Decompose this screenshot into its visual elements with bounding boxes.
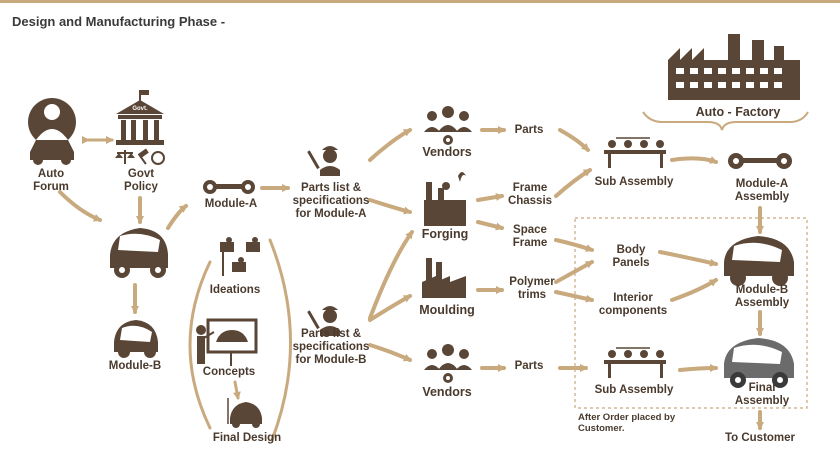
arrow-parts-subA	[558, 128, 590, 152]
module-a-chassis-icon	[203, 180, 255, 194]
arrow-space-body	[554, 238, 594, 252]
arrow-car-moduleA	[166, 204, 188, 230]
label-after-order: After Order placed by Customer.	[578, 412, 676, 434]
label-sub-assembly-bottom: Sub Assembly	[594, 384, 674, 396]
arrow-subB-final	[678, 364, 718, 373]
label-polymer-trims: Polymer trims	[509, 276, 555, 301]
arrow-forging-frame	[476, 193, 504, 202]
label-vendors-top: Vendors	[422, 145, 472, 159]
label-moulding: Moulding	[419, 303, 475, 317]
label-parts-list-a: Parts list & specifications for Module-A	[292, 182, 370, 220]
top-rule	[0, 0, 840, 3]
concept-presenter-icon	[196, 318, 258, 366]
arrow-concept-design	[232, 380, 241, 400]
ideation-people-icon	[220, 237, 260, 276]
label-govt-building: Govt.	[132, 106, 148, 112]
label-sub-assembly-top: Sub Assembly	[594, 176, 674, 188]
page-title: Design and Manufacturing Phase -	[12, 14, 226, 29]
label-final-assembly: Final Assembly	[734, 382, 790, 407]
module-b-car-icon	[114, 320, 158, 358]
after-order-box	[574, 217, 808, 409]
arrow-polymer-interior	[554, 290, 594, 303]
label-parts-list-b: Parts list & specifications for Module-B	[292, 328, 370, 366]
label-ideations: Ideations	[209, 284, 261, 296]
label-module-a: Module-A	[204, 198, 258, 210]
label-auto-forum: Auto Forum	[33, 168, 69, 193]
arrow-partsB-vendors	[368, 343, 412, 362]
engineer-icon	[307, 146, 340, 176]
flow-arrows	[58, 126, 764, 442]
label-frame-chassis: Frame Chassis	[507, 182, 553, 207]
label-auto-factory: Auto - Factory	[695, 105, 781, 119]
vendors-group-icon	[424, 106, 472, 145]
label-forging: Forging	[421, 227, 469, 241]
arrow-forum-car	[58, 190, 102, 222]
arrow-partsB-moulding	[368, 294, 412, 322]
final-car-icon	[724, 338, 794, 388]
label-interior-components: Interior components	[598, 292, 668, 317]
label-vendors-bottom: Vendors	[422, 385, 472, 399]
arrow-interior-moduleB	[670, 278, 718, 302]
concept-car-icon	[110, 228, 168, 278]
arrow-polymer-body	[554, 260, 594, 284]
label-to-customer: To Customer	[724, 432, 796, 444]
label-module-b-assembly: Module-B Assembly	[734, 284, 790, 309]
sub-assembly-workers-icon	[604, 137, 666, 168]
label-parts-top: Parts	[514, 124, 544, 136]
label-concepts: Concepts	[202, 366, 256, 378]
arrow-subA-moduleA	[670, 156, 718, 164]
factory-bracket	[642, 111, 809, 131]
moulding-factory-icon	[422, 258, 466, 298]
arrow-partsB-forging	[368, 230, 414, 320]
auto-forum-icon	[28, 98, 76, 165]
vendors-group-icon	[424, 344, 472, 383]
arrow-frame-subA	[554, 168, 592, 198]
assembled-car-icon	[724, 236, 794, 286]
label-body-panels: Body Panels	[612, 244, 650, 269]
govt-building-icon	[116, 90, 164, 145]
auto-factory-icon	[668, 34, 800, 100]
arrow-body-moduleB	[658, 250, 718, 267]
sub-assembly-workers-icon	[604, 347, 666, 378]
arc-left	[188, 260, 212, 430]
gavel-icon	[137, 148, 149, 165]
arrow-forging-space	[476, 220, 504, 231]
engineer-icon	[307, 306, 340, 336]
forging-factory-icon	[424, 172, 466, 226]
label-space-frame: Space Frame	[512, 224, 548, 249]
label-module-b: Module-B	[108, 360, 162, 372]
final-design-car-icon	[227, 398, 262, 428]
label-govt-policy: Govt Policy	[124, 168, 158, 193]
arrow-partsA-forging	[368, 198, 412, 215]
scales-icon	[115, 150, 135, 164]
assembled-chassis-icon	[728, 153, 792, 169]
label-final-design: Final Design	[212, 432, 282, 444]
arc-right	[268, 238, 292, 442]
hands-icon	[151, 151, 165, 165]
arrow-partsA-vendors	[368, 128, 412, 162]
label-module-a-assembly: Module-A Assembly	[734, 178, 790, 203]
label-parts-bottom: Parts	[514, 360, 544, 372]
